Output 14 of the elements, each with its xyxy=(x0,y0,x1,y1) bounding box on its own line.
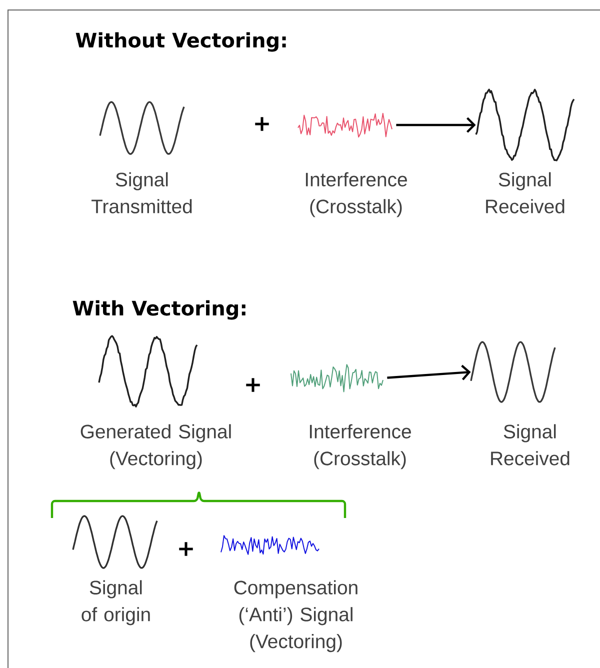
node-label: Signal of origin xyxy=(82,580,150,626)
node-label: Interference (Crosstalk) xyxy=(310,424,411,470)
arrow xyxy=(387,364,471,380)
plus-sign: + xyxy=(255,117,269,131)
node-label: Signal Received xyxy=(486,172,564,214)
node-label: Generated Signal (Vectoring) xyxy=(80,424,231,470)
plus-sign: + xyxy=(179,542,193,556)
arrow xyxy=(396,117,476,133)
plus-sign: + xyxy=(246,378,260,392)
node-label: Compensation (‘Anti’) Signal (Vectoring) xyxy=(234,580,358,652)
node-label: Interference (Crosstalk) xyxy=(306,172,407,218)
node-label: Signal Transmitted xyxy=(92,172,192,214)
node-label: Signal Received xyxy=(491,424,570,466)
heading: Without Vectoring: xyxy=(76,32,286,52)
